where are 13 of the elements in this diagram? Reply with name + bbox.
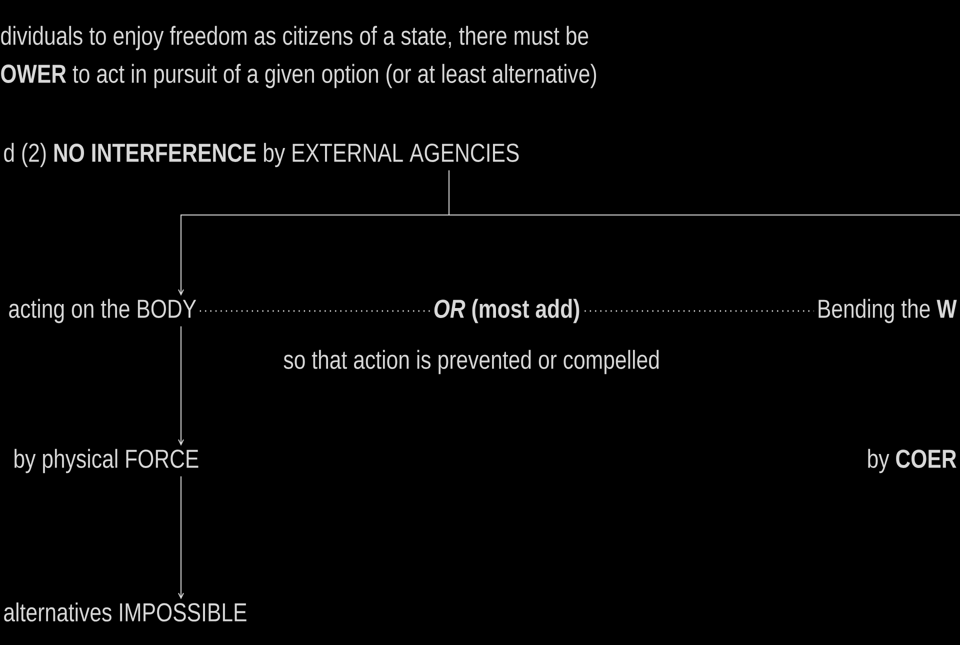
text-line: so that action is prevented or compelled: [284, 350, 659, 374]
text-line: OWER to act in pursuit of a given option (or at least alternative): [1, 64, 596, 88]
arrow: [178, 326, 184, 446]
text-line: dividuals to enjoy freedom as citizens of a state, there must be: [1, 26, 588, 50]
arrow: [178, 476, 184, 600]
edge-label: OR (most add): [431, 296, 582, 326]
node-text: d (2) NO INTERFERENCE by EXTERNAL AGENCIES: [4, 142, 519, 168]
node-text: by COER: [868, 448, 956, 474]
connector-line: [448, 170, 960, 216]
node-text: by physical FORCE: [14, 448, 198, 474]
node-text: alternatives IMPOSSIBLE: [4, 602, 246, 622]
node-text: Bending the W: [818, 298, 957, 324]
node-text: acting on the BODY: [9, 298, 196, 324]
